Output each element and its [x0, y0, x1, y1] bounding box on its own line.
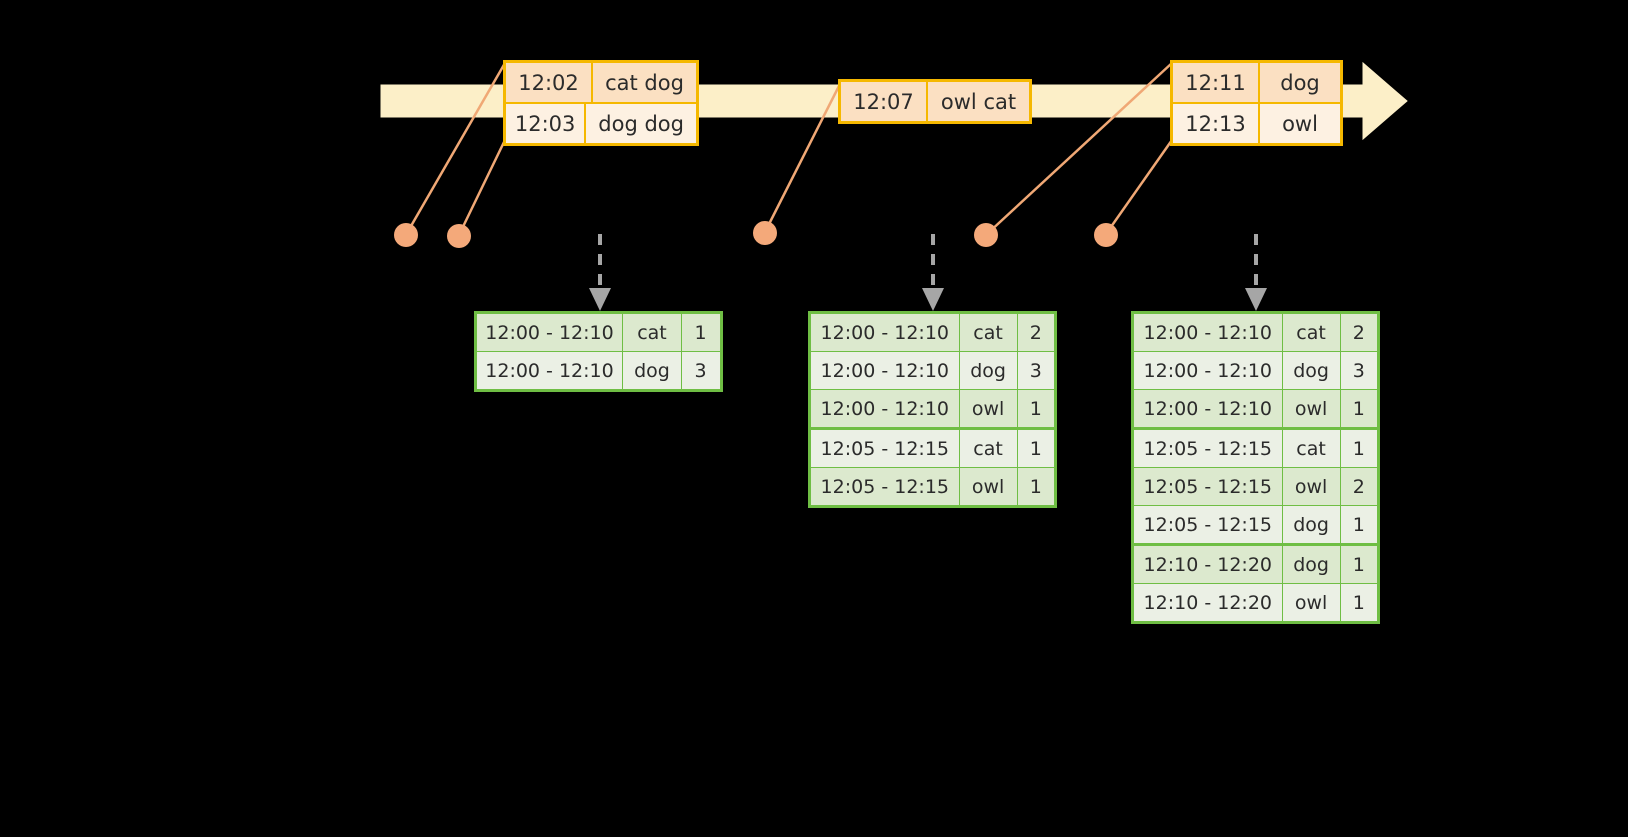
- count-cell: 1: [694, 321, 707, 344]
- table-row: 12:00 - 12:10 cat 2: [1134, 314, 1377, 351]
- count-cell: 1: [1029, 475, 1042, 498]
- window-cell: 12:00 - 12:10: [1134, 390, 1283, 427]
- count-cell: 3: [1029, 359, 1042, 382]
- count-cell: 1: [1029, 397, 1042, 420]
- window-cell: 12:00 - 12:10: [811, 352, 960, 389]
- event-group-2[interactable]: 12:07 owl cat: [838, 79, 1032, 124]
- event-time: 12:11: [1173, 63, 1260, 102]
- event-time: 12:03: [506, 104, 587, 143]
- record-dot-3: [753, 221, 777, 245]
- result-table-2[interactable]: 12:00 - 12:10 cat 2 12:00 - 12:10 dog 3 …: [808, 311, 1057, 508]
- table-row: 12:10 - 12:20 dog 1: [1134, 543, 1377, 583]
- window-cell: 12:00 - 12:10: [477, 352, 623, 389]
- count-cell: 2: [1352, 321, 1365, 344]
- count-cell: 3: [1352, 359, 1365, 382]
- count-cell: 1: [1029, 437, 1042, 460]
- event-words: dog: [1280, 70, 1320, 95]
- event-words: owl: [1282, 111, 1318, 136]
- event-group-1[interactable]: 12:02 cat dog 12:03 dog dog: [503, 60, 699, 146]
- record-dot-2: [447, 224, 471, 248]
- table-row: 12:00 - 12:10 cat 1: [477, 314, 720, 351]
- event-words: cat dog: [605, 70, 684, 95]
- word-cell: owl: [1283, 584, 1341, 621]
- window-cell: 12:05 - 12:15: [1134, 506, 1283, 543]
- count-cell: 2: [1029, 321, 1042, 344]
- window-cell: 12:05 - 12:15: [1134, 468, 1283, 505]
- table-row: 12:05 - 12:15 cat 1: [811, 427, 1054, 467]
- word-cell: cat: [960, 314, 1018, 351]
- window-cell: 12:05 - 12:15: [811, 430, 960, 467]
- window-cell: 12:00 - 12:10: [477, 314, 623, 351]
- trigger-arrow-3: [1245, 234, 1267, 311]
- word-cell: cat: [1283, 314, 1341, 351]
- count-cell: 2: [1352, 475, 1365, 498]
- word-cell: dog: [623, 352, 682, 389]
- table-row: 12:00 - 12:10 cat 2: [811, 314, 1054, 351]
- record-dots: [394, 221, 1118, 248]
- count-cell: 1: [1352, 591, 1365, 614]
- event-words: owl cat: [940, 89, 1017, 114]
- record-dot-4: [974, 223, 998, 247]
- trigger-arrows: [589, 234, 1267, 311]
- count-cell: 1: [1352, 513, 1365, 536]
- word-cell: owl: [960, 468, 1018, 505]
- window-cell: 12:05 - 12:15: [811, 468, 960, 505]
- table-row: 12:05 - 12:15 owl 2: [1134, 467, 1377, 505]
- event-row: 12:03 dog dog: [506, 102, 696, 143]
- count-cell: 3: [694, 359, 707, 382]
- count-cell: 1: [1352, 437, 1365, 460]
- event-row: 12:02 cat dog: [506, 63, 696, 102]
- event-time: 12:02: [506, 63, 593, 102]
- window-cell: 12:05 - 12:15: [1134, 430, 1283, 467]
- table-row: 12:00 - 12:10 dog 3: [477, 351, 720, 389]
- window-cell: 12:00 - 12:10: [1134, 352, 1283, 389]
- word-cell: cat: [623, 314, 682, 351]
- table-row: 12:00 - 12:10 dog 3: [811, 351, 1054, 389]
- table-row: 12:05 - 12:15 owl 1: [811, 467, 1054, 505]
- result-table-1[interactable]: 12:00 - 12:10 cat 1 12:00 - 12:10 dog 3: [474, 311, 723, 392]
- table-row: 12:00 - 12:10 owl 1: [811, 389, 1054, 427]
- result-table-3[interactable]: 12:00 - 12:10 cat 2 12:00 - 12:10 dog 3 …: [1131, 311, 1380, 624]
- table-row: 12:00 - 12:10 dog 3: [1134, 351, 1377, 389]
- event-row: 12:07 owl cat: [841, 82, 1029, 121]
- window-cell: 12:10 - 12:20: [1134, 584, 1283, 621]
- table-row: 12:00 - 12:10 owl 1: [1134, 389, 1377, 427]
- word-cell: dog: [1283, 546, 1341, 583]
- trigger-arrow-1: [589, 234, 611, 311]
- event-time: 12:13: [1173, 104, 1260, 143]
- word-cell: dog: [1283, 506, 1341, 543]
- window-cell: 12:10 - 12:20: [1134, 546, 1283, 583]
- record-dot-1: [394, 223, 418, 247]
- event-row: 12:11 dog: [1173, 63, 1340, 102]
- record-dot-5: [1094, 223, 1118, 247]
- table-row: 12:05 - 12:15 cat 1: [1134, 427, 1377, 467]
- count-cell: 1: [1352, 553, 1365, 576]
- window-cell: 12:00 - 12:10: [1134, 314, 1283, 351]
- event-group-3[interactable]: 12:11 dog 12:13 owl: [1170, 60, 1343, 146]
- word-cell: cat: [960, 430, 1018, 467]
- word-cell: owl: [1283, 390, 1341, 427]
- table-row: 12:10 - 12:20 owl 1: [1134, 583, 1377, 621]
- trigger-arrow-2: [922, 234, 944, 311]
- word-cell: cat: [1283, 430, 1341, 467]
- event-time: 12:07: [841, 82, 928, 121]
- word-cell: owl: [960, 390, 1018, 427]
- window-cell: 12:00 - 12:10: [811, 314, 960, 351]
- window-cell: 12:00 - 12:10: [811, 390, 960, 427]
- count-cell: 1: [1352, 397, 1365, 420]
- event-words: dog dog: [598, 111, 684, 136]
- word-cell: owl: [1283, 468, 1341, 505]
- word-cell: dog: [960, 352, 1018, 389]
- event-row: 12:13 owl: [1173, 102, 1340, 143]
- word-cell: dog: [1283, 352, 1341, 389]
- table-row: 12:05 - 12:15 dog 1: [1134, 505, 1377, 543]
